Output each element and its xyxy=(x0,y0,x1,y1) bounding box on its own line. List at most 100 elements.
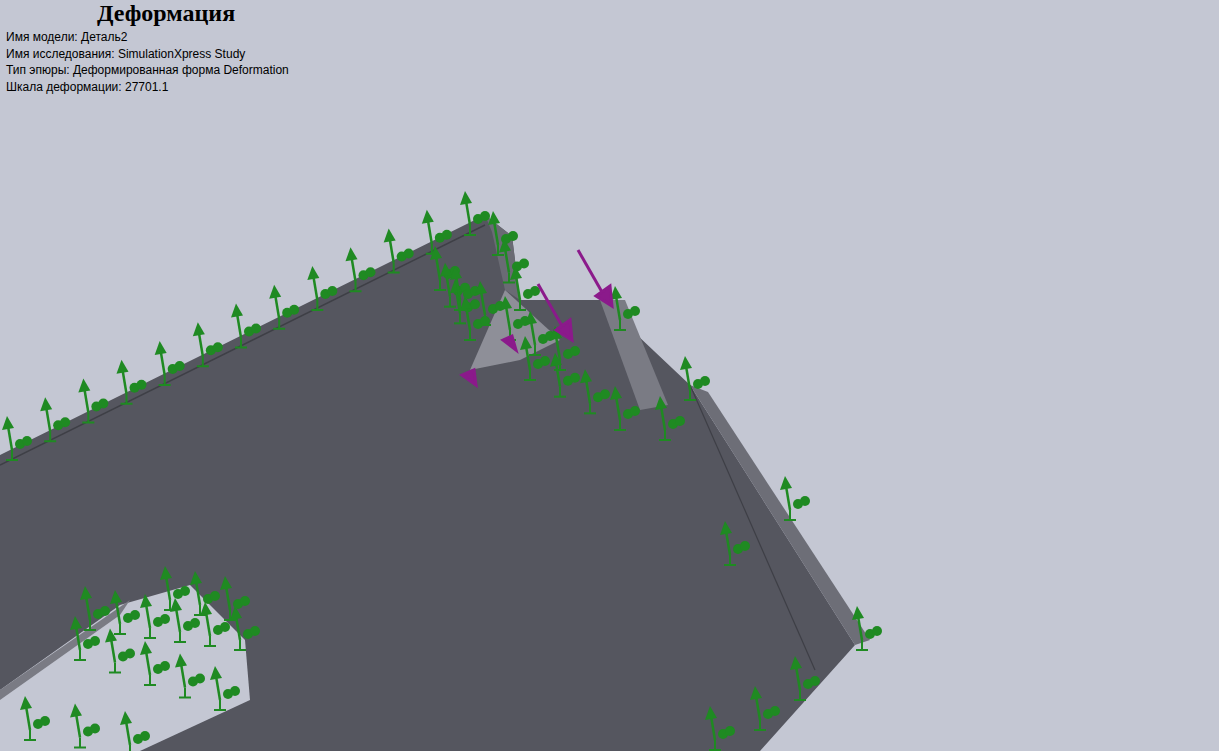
fixture-part xyxy=(146,604,150,628)
fixture-part xyxy=(456,276,460,300)
fixture-part xyxy=(206,612,210,636)
fixture-part xyxy=(619,320,621,330)
notch-cut xyxy=(470,290,560,370)
fixture-part xyxy=(393,263,395,273)
fixture-part xyxy=(210,666,222,680)
fixture-part xyxy=(675,416,685,426)
fixture-part xyxy=(220,622,230,632)
notch-wall xyxy=(600,300,668,410)
fixture-part xyxy=(780,476,792,490)
fixture-part xyxy=(213,342,223,352)
fixture-part xyxy=(169,600,171,610)
fixture-part xyxy=(480,316,490,326)
plot-title: Деформация xyxy=(97,0,235,26)
fixture-part xyxy=(149,628,151,638)
fixture-part xyxy=(556,363,560,387)
fixture-part xyxy=(680,356,692,370)
fixture-part xyxy=(190,571,202,585)
fixture-part xyxy=(404,249,414,259)
fixture-part xyxy=(786,486,790,510)
fixture-part xyxy=(193,322,205,336)
fixture-part xyxy=(26,706,30,730)
fixture-part xyxy=(600,389,610,399)
fixture-part xyxy=(770,706,780,716)
fixture-part xyxy=(872,626,882,636)
fixture-part xyxy=(251,324,261,334)
fixture-part xyxy=(116,600,120,624)
fixture-part xyxy=(459,300,461,310)
fixture-part xyxy=(505,249,509,273)
fixture-part xyxy=(466,201,470,225)
fixture-part xyxy=(123,370,127,394)
fixture-part xyxy=(79,650,81,660)
fixture-part xyxy=(86,596,90,620)
fixture-part xyxy=(616,396,620,420)
fixture-part xyxy=(195,674,205,684)
fixture-part xyxy=(229,610,231,620)
fixture-part xyxy=(705,706,717,720)
fixture-part xyxy=(534,345,536,355)
fixture-part xyxy=(858,616,862,640)
fixture-part xyxy=(759,720,761,730)
fixture-part xyxy=(240,338,242,348)
fixture-part xyxy=(250,626,260,636)
fixture-part xyxy=(230,686,240,696)
fixture-part xyxy=(180,586,190,596)
fixture-part xyxy=(790,656,802,670)
fixture-part xyxy=(580,369,592,383)
fixture-part xyxy=(619,420,621,430)
fixture-part xyxy=(508,273,510,283)
fixture-part xyxy=(46,407,50,431)
fixture-part xyxy=(140,594,152,608)
fixture-part xyxy=(236,616,240,640)
fixture-part xyxy=(149,675,151,685)
fixture-part xyxy=(29,730,31,740)
fixture-part xyxy=(155,341,167,355)
fixture-part xyxy=(175,654,187,668)
fixture-part xyxy=(220,576,232,590)
header: ДеформацияИмя модели: Деталь2Имя исследо… xyxy=(0,0,1219,120)
fixture-part xyxy=(140,731,150,741)
fixture-part xyxy=(90,724,100,734)
fixture-part xyxy=(484,315,486,325)
fixture-part xyxy=(160,566,172,580)
fixture-part xyxy=(570,373,580,383)
notch-face xyxy=(485,215,520,300)
fixture-part xyxy=(439,280,441,290)
fixture-part xyxy=(200,602,212,616)
fixture-part xyxy=(516,276,520,300)
fixture-part xyxy=(79,738,81,748)
fixture-part xyxy=(70,616,82,630)
fixture-part xyxy=(130,610,140,620)
fixture-part xyxy=(740,541,750,551)
fixture-part xyxy=(22,436,32,446)
hole-wall xyxy=(0,600,130,700)
fixture-part xyxy=(100,606,110,616)
fixture-part xyxy=(852,606,864,620)
fixture-part xyxy=(499,239,511,253)
fixture-part xyxy=(390,239,394,263)
fixture-part xyxy=(40,716,50,726)
fixture-part xyxy=(20,696,32,710)
fixture-part xyxy=(729,555,731,565)
fixture-part xyxy=(431,244,433,254)
fixture-part xyxy=(436,256,440,280)
plate-top-face xyxy=(0,215,855,751)
fixture-part xyxy=(78,379,90,393)
fixture-part xyxy=(384,229,396,243)
fixture-part xyxy=(449,297,451,307)
fixture-part xyxy=(160,614,170,624)
fixture-part xyxy=(111,639,115,663)
fixture-part xyxy=(508,231,518,241)
fixture-part xyxy=(199,605,201,615)
fixture-part xyxy=(278,319,280,329)
fixture-part xyxy=(114,663,116,673)
fixture-part xyxy=(494,221,498,245)
fixture-part xyxy=(480,211,490,221)
fixture-part xyxy=(210,591,220,601)
fixture-part xyxy=(125,649,135,659)
fixture-part xyxy=(117,360,129,374)
fixture-part xyxy=(800,496,810,506)
fixture-part xyxy=(126,721,130,745)
fixture-part xyxy=(269,285,281,299)
